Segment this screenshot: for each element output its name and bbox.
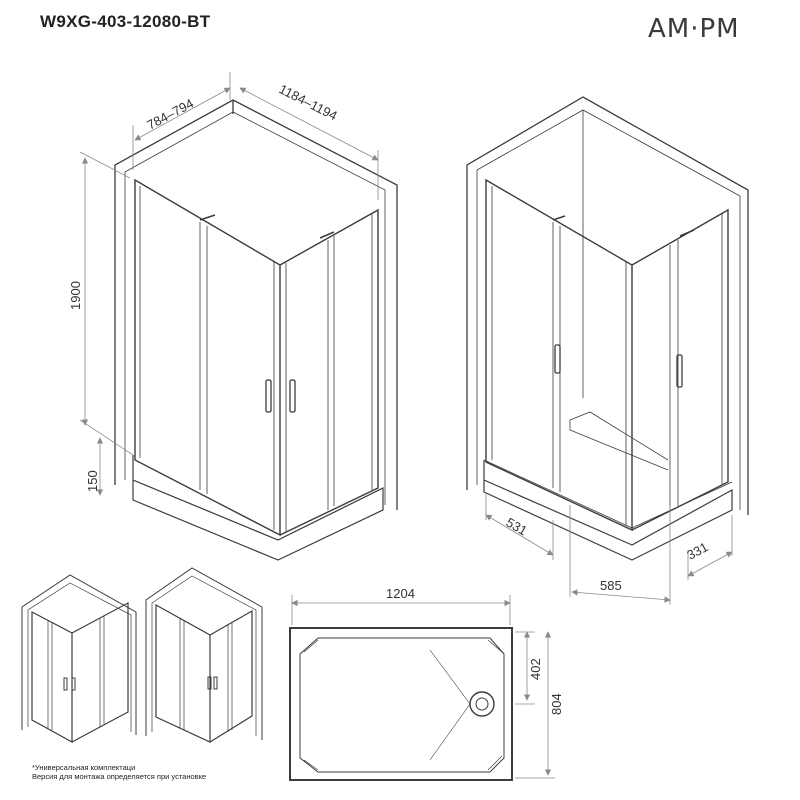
- back-view-right-panel: [631, 208, 729, 531]
- brand-logo: AM·PM: [648, 14, 740, 44]
- front-view-tray: [132, 455, 384, 561]
- tray-top-view: [289, 627, 513, 781]
- dim-door-middle: 585: [600, 578, 622, 593]
- back-view-left-panel: [485, 178, 633, 532]
- note-install-version: Версия для монтажа определяется при уста…: [32, 772, 207, 781]
- dim-width-right: 1184–1194: [277, 81, 340, 123]
- front-door-handle-left: [265, 379, 272, 413]
- note-universal-kit: *Универсальная комплектаци: [32, 763, 136, 772]
- front-view-right-panel: [279, 208, 379, 536]
- thumbnail-left-version: [21, 574, 137, 744]
- back-door-handle-right: [676, 354, 683, 388]
- dim-door-left: 531: [504, 515, 530, 539]
- dim-drain-offset: 402: [528, 658, 543, 680]
- back-view-dimensions: [485, 492, 733, 605]
- tray-dimensions: [291, 595, 555, 779]
- dim-tray-width: 1204: [386, 586, 415, 601]
- drain-icon: [469, 691, 495, 717]
- dim-width-left: 784–794: [144, 96, 196, 133]
- tray-basin: [299, 637, 505, 773]
- front-view-walls: [114, 99, 398, 510]
- back-view-tray: [483, 460, 733, 561]
- dim-tray-depth: 804: [549, 693, 564, 715]
- thumbnail-right-version: [145, 567, 263, 743]
- front-view: [114, 99, 398, 561]
- dim-height: 1900: [68, 281, 83, 310]
- dim-tray-height: 150: [85, 470, 100, 492]
- tray-outline: [289, 627, 513, 781]
- back-view: [466, 96, 749, 561]
- front-door-handle-right: [289, 379, 296, 413]
- front-view-left-panel: [134, 178, 281, 537]
- front-view-dimensions: [79, 72, 379, 496]
- model-title: W9XG-403-12080-BT: [40, 12, 211, 31]
- back-view-walls: [466, 96, 749, 515]
- back-door-handle-left: [554, 344, 561, 374]
